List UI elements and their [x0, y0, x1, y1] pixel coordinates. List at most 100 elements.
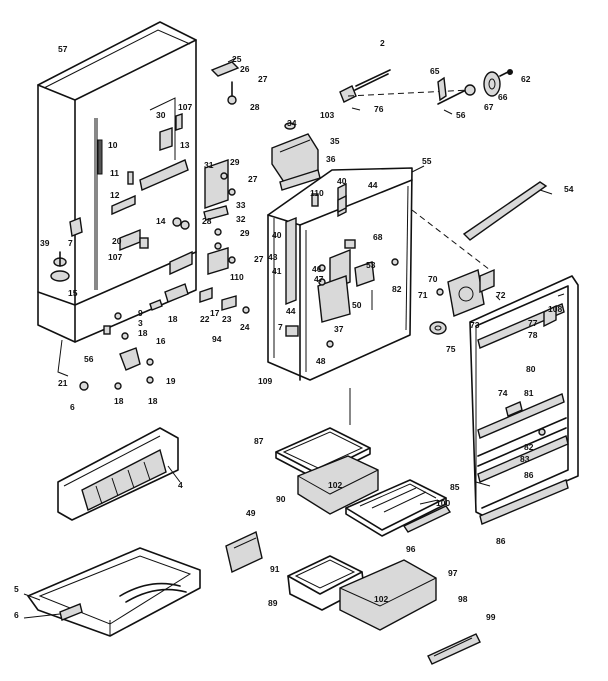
part-callout: 26 — [240, 64, 250, 74]
part-callout: 7 — [278, 322, 283, 332]
part-callout: 73 — [470, 320, 480, 330]
part-callout: 25 — [232, 54, 242, 64]
part-callout: 87 — [254, 436, 264, 446]
part-callout: 20 — [112, 236, 122, 246]
cabinet-shell — [37, 21, 197, 343]
part-callout: 91 — [270, 564, 280, 574]
part-callout: 5 — [14, 584, 19, 594]
part-callout: 40 — [337, 176, 347, 186]
part-callout: 97 — [448, 568, 458, 578]
part-callout: 78 — [528, 330, 538, 340]
part-callout: 53 — [366, 260, 376, 270]
part-callout: 44 — [286, 306, 296, 316]
part-callout: 50 — [352, 300, 362, 310]
grille-and-drain-pan — [27, 427, 201, 637]
part-callout: 103 — [320, 110, 334, 120]
part-callout: 39 — [40, 238, 50, 248]
part-callout: 18 — [138, 328, 148, 338]
part-callout: 36 — [326, 154, 336, 164]
part-callout: 107 — [108, 252, 122, 262]
top-center-parts — [271, 69, 391, 214]
part-callout: 94 — [212, 334, 222, 344]
part-callout: 31 — [204, 160, 214, 170]
part-callout: 16 — [156, 336, 166, 346]
door-assembly — [469, 275, 579, 525]
part-callout: 35 — [330, 136, 340, 146]
part-callout: 3 — [138, 318, 143, 328]
leader-lines — [23, 57, 553, 619]
part-callout: 19 — [166, 376, 176, 386]
part-callout: 15 — [68, 288, 78, 298]
part-callout: 96 — [406, 544, 416, 554]
part-callout: 7 — [68, 238, 73, 248]
part-callout: 98 — [458, 594, 468, 604]
part-callout: 28 — [202, 216, 212, 226]
part-callout: 110 — [230, 272, 244, 282]
part-callout: 32 — [236, 214, 246, 224]
part-callout: 62 — [521, 74, 531, 84]
part-callout: 76 — [374, 104, 384, 114]
part-callout: 13 — [180, 140, 190, 150]
part-callout: 75 — [446, 344, 456, 354]
part-callout: 56 — [84, 354, 94, 364]
part-callout: 29 — [240, 228, 250, 238]
part-callout: 44 — [368, 180, 378, 190]
part-callout: 67 — [484, 102, 494, 112]
part-callout: 48 — [316, 356, 326, 366]
part-callout: 30 — [156, 110, 166, 120]
part-callout: 57 — [58, 44, 68, 54]
part-callout: 4 — [178, 480, 183, 490]
part-callout: 80 — [526, 364, 536, 374]
part-callout: 24 — [240, 322, 250, 332]
part-callout: 74 — [498, 388, 508, 398]
part-callout: 41 — [272, 266, 282, 276]
part-callout: 18 — [148, 396, 158, 406]
part-callout: 27 — [258, 74, 268, 84]
part-callout: 11 — [110, 168, 119, 178]
part-callout: 14 — [156, 216, 166, 226]
part-callout: 85 — [450, 482, 460, 492]
part-callout: 82 — [524, 442, 534, 452]
part-callout: 89 — [268, 598, 278, 608]
part-callout: 29 — [230, 157, 240, 167]
part-callout: 55 — [422, 156, 432, 166]
part-callout: 17 — [210, 308, 220, 318]
center-hinges — [159, 61, 240, 275]
part-callout: 107 — [178, 102, 192, 112]
part-callout: 65 — [430, 66, 440, 76]
part-callout: 9 — [138, 308, 143, 318]
fan-motor-parts — [347, 69, 548, 335]
part-callout: 40 — [272, 230, 282, 240]
part-callout: 72 — [496, 290, 506, 300]
part-callout: 99 — [486, 612, 496, 622]
part-callout: 34 — [287, 118, 297, 128]
part-callout: 108 — [548, 304, 562, 314]
part-callout: 47 — [314, 274, 324, 284]
part-callout: 27 — [254, 254, 264, 264]
part-callout: 86 — [496, 536, 506, 546]
part-callout: 82 — [392, 284, 402, 294]
left-hardware — [50, 171, 250, 391]
part-callout: 77 — [528, 318, 538, 328]
part-callout: 37 — [334, 324, 344, 334]
part-callout: 66 — [498, 92, 508, 102]
part-callout: 23 — [222, 314, 232, 324]
part-callout: 43 — [268, 252, 278, 262]
part-callout: 68 — [373, 232, 383, 242]
part-callout: 21 — [58, 378, 68, 388]
part-callout: 28 — [250, 102, 260, 112]
part-callout: 33 — [236, 200, 246, 210]
part-callout: 100 — [436, 498, 450, 508]
part-callout: 83 — [520, 454, 530, 464]
part-callout: 12 — [110, 190, 120, 200]
part-callout: 102 — [328, 480, 342, 490]
part-callout: 27 — [248, 174, 258, 184]
part-callout: 22 — [200, 314, 210, 324]
freezer-liner — [267, 167, 413, 381]
part-callout: 18 — [114, 396, 124, 406]
part-callout: 2 — [380, 38, 385, 48]
part-callout: 110 — [310, 188, 324, 198]
part-callout: 54 — [564, 184, 574, 194]
